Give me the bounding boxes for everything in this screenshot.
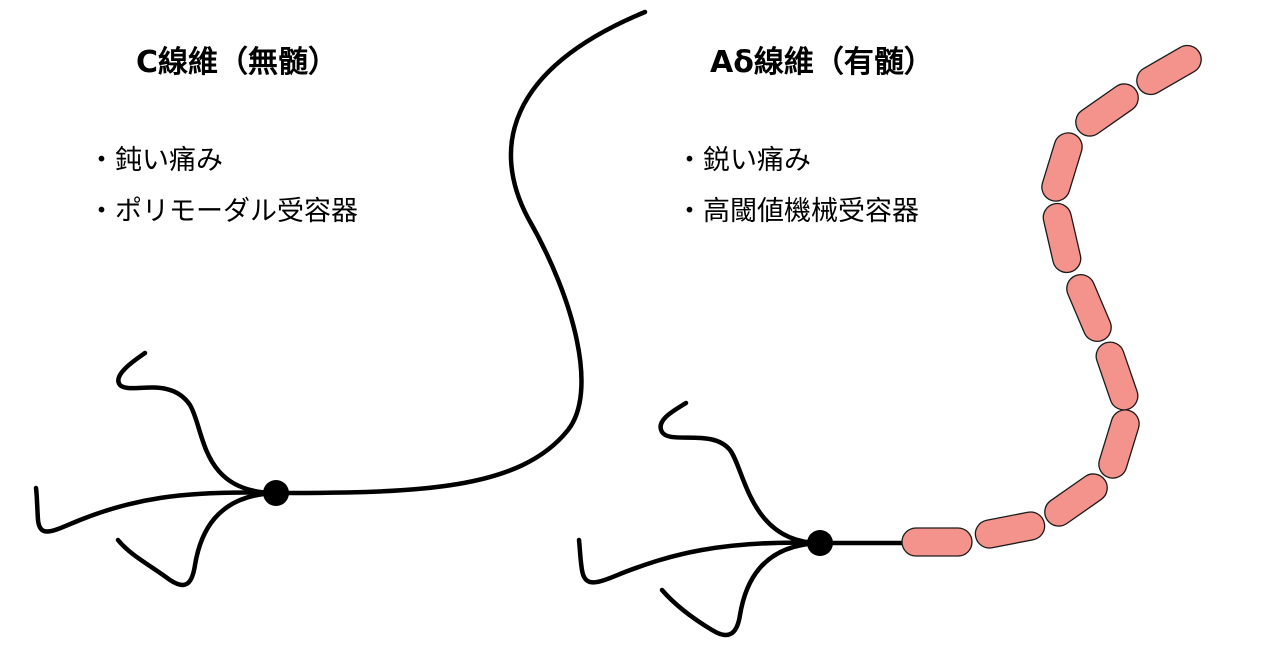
a-delta-fiber-dendrite-upper xyxy=(658,400,823,546)
myelin-segment xyxy=(974,511,1046,549)
c-fiber-dendrite-lower xyxy=(115,490,279,588)
myelin-segment xyxy=(1041,132,1083,202)
c-fiber-dendrite-upper xyxy=(116,350,279,496)
myelin-segment xyxy=(1042,202,1082,274)
a-delta-fiber-feature: ・鋭い痛み xyxy=(676,145,811,176)
a-delta-fiber xyxy=(576,44,1202,638)
c-fiber xyxy=(33,9,648,588)
myelin-sheath xyxy=(901,44,1202,557)
c-fiber-axon xyxy=(273,9,648,496)
myelin-segment xyxy=(1075,83,1139,137)
a-delta-fiber-dendrite-lower xyxy=(659,540,823,638)
myelin-segment xyxy=(1066,274,1112,342)
a-delta-fiber-title: Aδ線維（有髄） xyxy=(710,45,934,80)
a-delta-fiber-dendrite-middle xyxy=(576,537,823,585)
myelin-segment xyxy=(1098,409,1140,479)
c-fiber-feature: ・鈍い痛み xyxy=(88,145,223,176)
a-delta-fiber-cell-body xyxy=(807,530,833,556)
myelin-segment xyxy=(1136,44,1202,96)
myelin-segment xyxy=(1044,473,1108,527)
myelin-segment xyxy=(901,527,973,557)
c-fiber-feature: ・ポリモーダル受容器 xyxy=(88,196,358,227)
c-fiber-dendrite-middle xyxy=(33,485,279,534)
myelin-segment xyxy=(1095,341,1139,411)
c-fiber-cell-body xyxy=(263,480,289,506)
c-fiber-title: C線維（無髄） xyxy=(136,45,339,80)
a-delta-fiber-feature: ・高閾値機械受容器 xyxy=(676,196,919,227)
